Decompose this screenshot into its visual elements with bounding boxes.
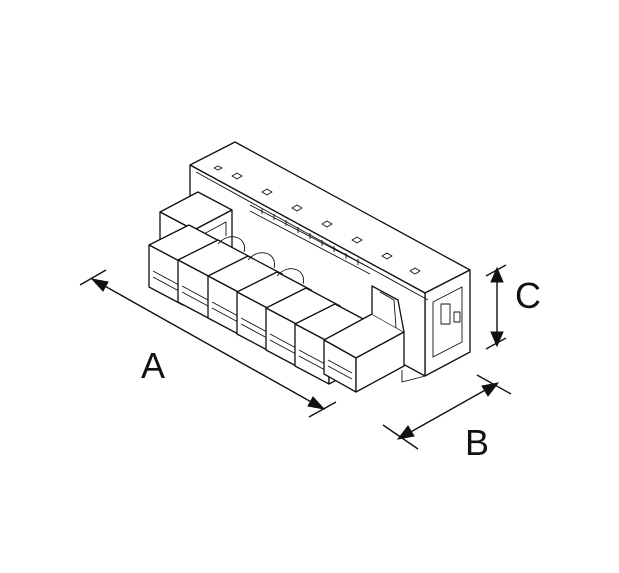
pin-hole bbox=[409, 267, 421, 275]
pin-hole bbox=[291, 204, 303, 212]
dimension-a-arrow-left bbox=[90, 278, 109, 292]
dimension-a-arrow-right bbox=[307, 396, 326, 410]
receptacle-module bbox=[323, 285, 405, 393]
dimension-c: C bbox=[485, 264, 541, 350]
receptacle-modules bbox=[148, 191, 405, 393]
dimension-b-arrow-left bbox=[396, 425, 415, 440]
dimension-a: A bbox=[79, 269, 337, 418]
dimension-a-extension-left bbox=[79, 269, 107, 286]
pin-hole bbox=[381, 252, 393, 260]
pin-hole bbox=[321, 220, 333, 228]
dimension-a-line bbox=[93, 279, 323, 409]
housing-foot bbox=[401, 370, 426, 383]
dimension-a-extension-right bbox=[308, 401, 337, 418]
housing-end-slot-1 bbox=[440, 303, 451, 325]
dimension-b-line bbox=[399, 383, 497, 439]
dimension-c-arrow-top bbox=[490, 266, 504, 283]
pin-hole bbox=[261, 188, 273, 196]
dimension-b-label: B bbox=[465, 422, 489, 463]
contact-teeth bbox=[261, 208, 359, 265]
pin-hole bbox=[351, 236, 363, 244]
pin-holes bbox=[213, 165, 421, 275]
housing-end-latch bbox=[432, 286, 463, 358]
dimension-c-label: C bbox=[515, 275, 541, 316]
housing-top-edge bbox=[195, 171, 429, 301]
pin-hole bbox=[213, 165, 223, 171]
pin-hole bbox=[231, 172, 243, 180]
dimension-a-label: A bbox=[141, 345, 165, 386]
dimension-c-arrow-bottom bbox=[490, 331, 504, 348]
housing-end-slot-2 bbox=[453, 311, 461, 323]
dimension-b: B bbox=[382, 374, 512, 463]
dimension-b-arrow-right bbox=[481, 382, 500, 397]
